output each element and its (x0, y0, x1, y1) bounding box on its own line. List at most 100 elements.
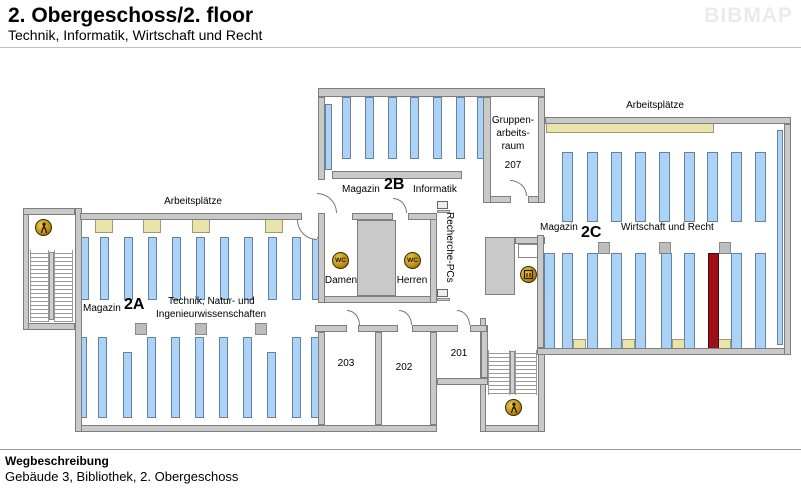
desk (192, 218, 210, 233)
bookshelf (611, 152, 622, 222)
wall (480, 425, 545, 432)
group-room-line2: arbeits- (496, 128, 530, 139)
bookshelf (661, 253, 672, 349)
door-arc (510, 180, 527, 196)
bookshelf (611, 253, 622, 349)
label-magazin-2c: Magazin (540, 222, 578, 233)
bookshelf (684, 253, 695, 349)
wall (784, 124, 791, 355)
research-pc-icon (437, 289, 450, 302)
wall (357, 220, 396, 296)
wall (537, 235, 544, 348)
footer-divider (0, 449, 801, 450)
wall (545, 117, 791, 124)
wall (332, 171, 462, 179)
wall (430, 213, 437, 303)
wall (358, 325, 398, 332)
wc-women-icon: WC (332, 252, 349, 269)
group-room-line3: raum (501, 141, 525, 152)
bookshelf (755, 253, 766, 349)
bookshelf (635, 152, 646, 222)
label-workplaces-right: Arbeitsplätze (626, 100, 684, 111)
bookshelf (268, 237, 277, 300)
wall (318, 213, 325, 303)
wall (537, 348, 791, 355)
wall (408, 213, 437, 220)
floorplan-canvas: Arbeitsplätze Arbeitsplätze Magazin 2B I… (23, 88, 791, 432)
wall (23, 323, 75, 330)
staircase (515, 350, 537, 395)
bookshelf (731, 152, 742, 222)
group-room-line1: Gruppen- (491, 115, 535, 126)
pillar (598, 242, 610, 254)
bookshelf (100, 237, 109, 300)
wall (23, 208, 75, 215)
pillar (195, 323, 207, 335)
staircase (54, 250, 73, 322)
label-magazin-2a: Magazin (83, 303, 121, 314)
bookshelf (244, 237, 253, 300)
bookshelf (124, 237, 133, 300)
bookshelf (243, 337, 252, 418)
bookshelf (123, 352, 132, 418)
bookshelf (755, 152, 766, 222)
label-code-2c: 2C (581, 224, 602, 241)
label-workplaces-left: Arbeitsplätze (164, 196, 222, 207)
bookshelf (659, 152, 670, 222)
bookshelf (388, 97, 397, 159)
bookshelf (148, 237, 157, 300)
door-arc (457, 310, 470, 325)
label-wc-women: Damen (324, 275, 358, 286)
wall (318, 296, 437, 303)
wall (430, 332, 437, 425)
bookshelf (587, 152, 598, 222)
wall (318, 332, 325, 425)
bookshelf (292, 237, 301, 300)
staircase (488, 350, 510, 395)
label-magazin-2b: Magazin (342, 184, 380, 195)
highlighted-bookshelf (708, 253, 719, 349)
bookshelf (98, 337, 107, 418)
bookshelf (635, 253, 646, 349)
bookshelf (684, 152, 695, 222)
bookshelf (196, 237, 205, 300)
footer-heading: Wegbeschreibung (5, 454, 109, 468)
bookshelf (707, 152, 718, 222)
stairs-person-icon (505, 399, 522, 416)
bookshelf (267, 352, 276, 418)
wall (318, 97, 325, 180)
door-arc (399, 310, 412, 325)
stairs-person-icon (35, 219, 52, 236)
wall (485, 237, 515, 295)
wall (75, 425, 437, 432)
header-divider (0, 47, 801, 48)
wall (75, 208, 82, 432)
wall (80, 213, 302, 220)
wall (515, 237, 545, 244)
pillar (719, 242, 731, 254)
wall (437, 378, 488, 385)
bookshelf (777, 130, 783, 345)
bookshelf (219, 337, 228, 418)
wall (481, 325, 488, 378)
bookshelf (342, 97, 351, 159)
label-subject-2a-line1: Technik, Natur- und (168, 296, 255, 307)
elevator-icon (520, 266, 537, 283)
wall (352, 213, 393, 220)
pillar (135, 323, 147, 335)
wall (315, 325, 347, 332)
desk (95, 218, 113, 233)
page-subtitle: Technik, Informatik, Wirtschaft und Rech… (8, 27, 263, 43)
label-wc-men: Herren (396, 275, 428, 286)
wall (318, 88, 545, 97)
wall (470, 325, 487, 332)
bookshelf (195, 337, 204, 418)
wc-icon-text: WC (335, 257, 346, 264)
staircase (30, 250, 49, 322)
wall (375, 332, 382, 425)
stair-rail (49, 252, 54, 320)
bookshelf (171, 337, 180, 418)
wall (23, 208, 29, 330)
wall (483, 97, 491, 203)
